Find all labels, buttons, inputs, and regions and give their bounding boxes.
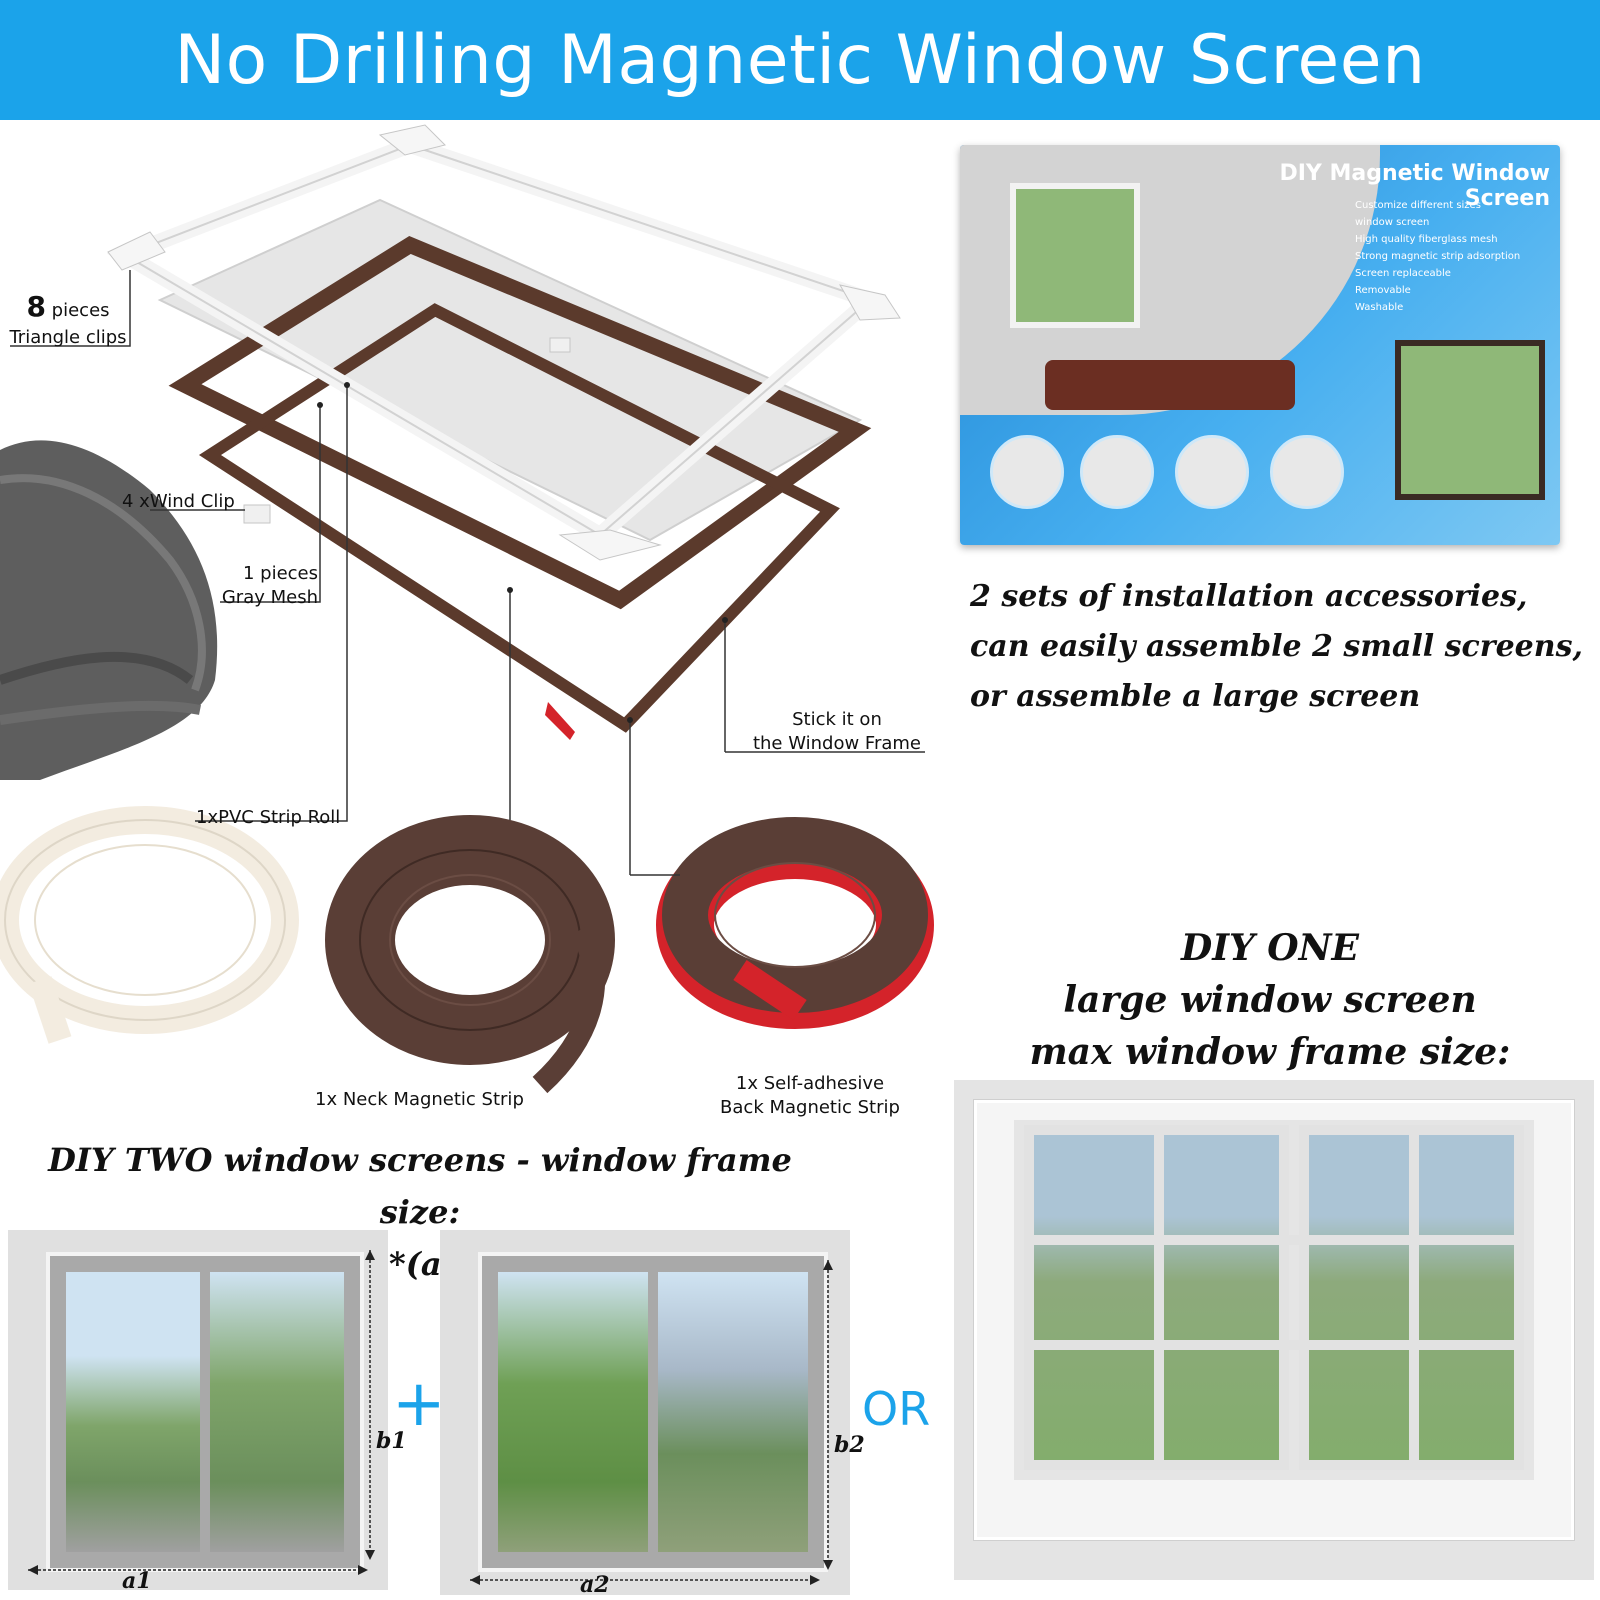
box-thumbnail	[1270, 435, 1344, 509]
gray-mesh-label-line1: 1 pieces	[242, 563, 318, 584]
gray-mesh-label: 1 pieces Gray Mesh	[218, 562, 318, 611]
triangle-clip-top	[378, 124, 446, 156]
box-feature-item: Screen replaceable	[1355, 268, 1451, 279]
box-feature-item: window screen	[1355, 217, 1430, 228]
triangle-clip-bottom	[558, 529, 662, 561]
box-feature-item: High quality fiberglass mesh	[1355, 234, 1498, 245]
diy-one-line1: DIY ONE	[1181, 927, 1359, 969]
small-window-image-2	[440, 1230, 850, 1595]
wind-clip-label: 4 xWind Clip	[122, 491, 235, 512]
triangle-clips-unit: pieces	[51, 300, 110, 321]
red-adhesive-tab	[545, 702, 575, 740]
accessories-line2: can easily assemble 2 small screens,	[970, 629, 1583, 664]
exploded-frame-diagram	[0, 124, 934, 1094]
dimension-label-b2: b2	[834, 1432, 865, 1458]
accessories-line1: 2 sets of installation accessories,	[970, 579, 1528, 614]
box-window-picture	[1010, 183, 1140, 328]
stick-on-frame-label: Stick it on the Window Frame	[742, 708, 932, 757]
dimension-label-a1: a1	[122, 1568, 152, 1594]
box-feature-item: Removable	[1355, 285, 1411, 296]
triangle-clip-right	[839, 284, 901, 321]
box-feature-list: Customize different sizes window screen …	[1355, 197, 1555, 316]
neck-strip-label: 1x Neck Magnetic Strip	[315, 1089, 524, 1110]
gray-mesh-label-line2: Gray Mesh	[221, 587, 318, 609]
box-thumbnail	[990, 435, 1064, 509]
dimension-label-b1: b1	[376, 1428, 407, 1454]
diy-two-line1: DIY TWO window screens - window frame si…	[48, 1141, 792, 1231]
triangle-clips-count: 8	[26, 290, 46, 323]
back-strip-line2: Back Magnetic Strip	[720, 1097, 900, 1119]
back-strip-line1: 1x Self-adhesive	[735, 1073, 885, 1094]
box-feature-item: Washable	[1355, 302, 1404, 313]
box-thumbnail	[1175, 435, 1249, 509]
neck-magnetic-strip-roll-image	[325, 815, 615, 1094]
small-window-image-1	[8, 1230, 388, 1590]
diy-one-line2: large window screen	[1063, 979, 1477, 1021]
large-window-image	[954, 1080, 1594, 1580]
triangle-clips-name: Triangle clips	[9, 326, 127, 348]
back-magnetic-frame	[198, 303, 840, 733]
box-feature-item: Strong magnetic strip adsorption	[1355, 251, 1521, 262]
pvc-strip-label: 1xPVC Strip Roll	[196, 807, 341, 828]
box-title: DIY Magnetic Window Screen	[1279, 161, 1550, 211]
window-1-dimension-lines	[28, 1250, 375, 1575]
accessories-line3: or assemble a large screen	[970, 679, 1421, 714]
page-title: No Drilling Magnetic Window Screen	[174, 20, 1426, 100]
box-feature-item: Customize different sizes	[1355, 200, 1481, 211]
box-thumbnail	[1080, 435, 1154, 509]
product-box-image: DIY Magnetic Window Screen Customize dif…	[960, 145, 1560, 545]
wind-clip-part	[243, 504, 271, 524]
triangle-clip-left	[107, 231, 166, 271]
gray-mesh-roll-image	[0, 440, 218, 780]
triangle-clips-label: 8 pieces Triangle clips	[8, 288, 128, 350]
pvc-strip-roll-image	[0, 806, 299, 1044]
title-banner: No Drilling Magnetic Window Screen	[0, 0, 1600, 120]
window-2-dimension-lines	[470, 1260, 833, 1585]
plus-sign: +	[392, 1367, 446, 1441]
back-magnetic-strip-roll-image	[656, 817, 934, 1029]
accessories-description: 2 sets of installation accessories, can …	[970, 572, 1583, 722]
neck-magnetic-frame	[168, 236, 872, 610]
or-label: OR	[862, 1382, 931, 1436]
stick-on-frame-line2: the Window Frame	[752, 733, 922, 755]
stick-on-frame-line1: Stick it on	[792, 709, 882, 730]
dimension-label-a2: a2	[580, 1572, 610, 1598]
back-strip-label: 1x Self-adhesive Back Magnetic Strip	[715, 1072, 905, 1121]
box-door-picture	[1395, 340, 1545, 500]
